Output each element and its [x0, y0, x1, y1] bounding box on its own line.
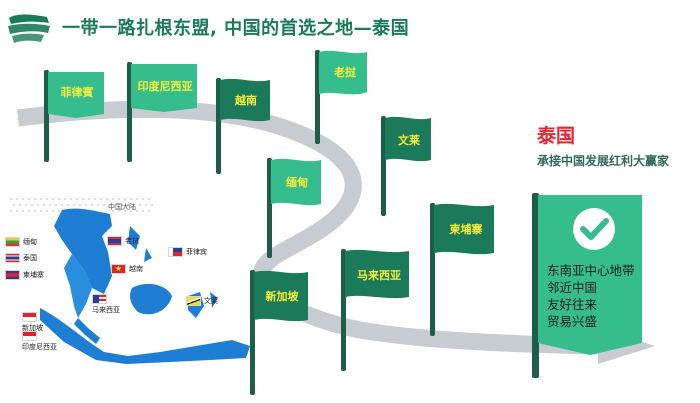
- malaysia-flag-icon: [92, 294, 107, 304]
- flag-cambodia: 柬埔寨: [430, 203, 498, 336]
- map-legend-cambodia: 柬埔寨: [5, 270, 44, 280]
- map-legend-label: 文莱: [204, 297, 218, 305]
- flag-label: 老挝: [334, 66, 356, 79]
- flag-myanmar: 缅甸: [267, 158, 325, 258]
- southeast-asia-map: [10, 198, 250, 364]
- flag-indonesia: 印度尼西亚: [127, 62, 201, 162]
- map-legend-myanmar: 缅甸: [5, 237, 37, 247]
- flag-label: 印度尼西亚: [137, 80, 193, 93]
- map-legend-label: 泰国: [23, 254, 37, 262]
- map-legend-label: 柬埔寨: [23, 271, 44, 279]
- flag-label: 越南: [235, 94, 257, 107]
- feature-item: 友好往来: [547, 297, 598, 312]
- map-legend-label: 马来西亚: [92, 306, 120, 314]
- map-legend-vietnam: ★ 越南: [111, 264, 143, 274]
- flag-singapore: 新加坡: [250, 270, 312, 395]
- map-legend-malaysia: 马来西亚: [92, 294, 120, 315]
- flag-vietnam: 越南: [216, 78, 274, 174]
- map-legend-label: 菲律宾: [186, 248, 207, 256]
- thailand-flag-icon: [5, 253, 20, 263]
- check-icon: [573, 208, 615, 250]
- page-title: 一带一路扎根东盟, 中国的首选之地—泰国: [62, 18, 410, 39]
- map-legend-philippines: 菲律宾: [168, 247, 207, 257]
- flag-label: 菲律賓: [60, 86, 94, 99]
- flag-label: 文莱: [398, 134, 420, 147]
- philippines-flag-icon: [168, 247, 183, 257]
- feature-item: 邻近中国: [547, 280, 598, 295]
- map-legend-label: 缅甸: [23, 238, 37, 246]
- map-legend-label: 印度尼西亚: [22, 343, 57, 351]
- map-legend-label: 新加坡: [22, 324, 43, 332]
- map-legend-singapore: 新加坡: [22, 312, 43, 333]
- thailand-title: 泰国: [537, 125, 576, 147]
- flag-label: 马来西亚: [357, 269, 401, 282]
- flag-label: 缅甸: [286, 176, 308, 189]
- vietnam-flag-icon: ★: [111, 264, 126, 274]
- myanmar-flag-icon: [5, 237, 20, 247]
- china-label: 中国大陆: [108, 203, 136, 211]
- thailand-flag: [532, 193, 642, 378]
- cambodia-flag-icon: [5, 270, 20, 280]
- map-legend-laos: 老挝: [107, 236, 139, 246]
- feature-item: 贸易兴盛: [547, 314, 598, 329]
- map-legend-brunei: 文莱: [186, 296, 218, 306]
- brush-stroke-icon: [8, 14, 50, 43]
- indonesia-flag-icon: [22, 331, 37, 341]
- flag-label: 新加坡: [265, 290, 299, 303]
- map-legend-label: 越南: [129, 265, 143, 273]
- flag-philippines: 菲律賓: [44, 70, 108, 162]
- map-legend-indonesia: 印度尼西亚: [22, 331, 57, 352]
- map-legend-thailand: 泰国: [5, 253, 37, 263]
- flag-laos: 老挝: [315, 50, 371, 144]
- flag-brunei: 文莱: [381, 116, 435, 216]
- laos-flag-icon: [107, 236, 122, 246]
- flag-malaysia: 马来西亚: [341, 249, 413, 371]
- singapore-flag-icon: [22, 312, 37, 322]
- feature-item: 东南亚中心地带: [547, 263, 635, 278]
- brunei-flag-icon: [186, 296, 201, 306]
- thailand-features: 东南亚中心地带 邻近中国 友好往来 贸易兴盛: [547, 262, 635, 330]
- flag-label: 柬埔寨: [449, 223, 483, 236]
- map-legend-label: 老挝: [125, 237, 139, 245]
- thailand-subtitle: 承接中国发展红利大赢家: [537, 154, 670, 168]
